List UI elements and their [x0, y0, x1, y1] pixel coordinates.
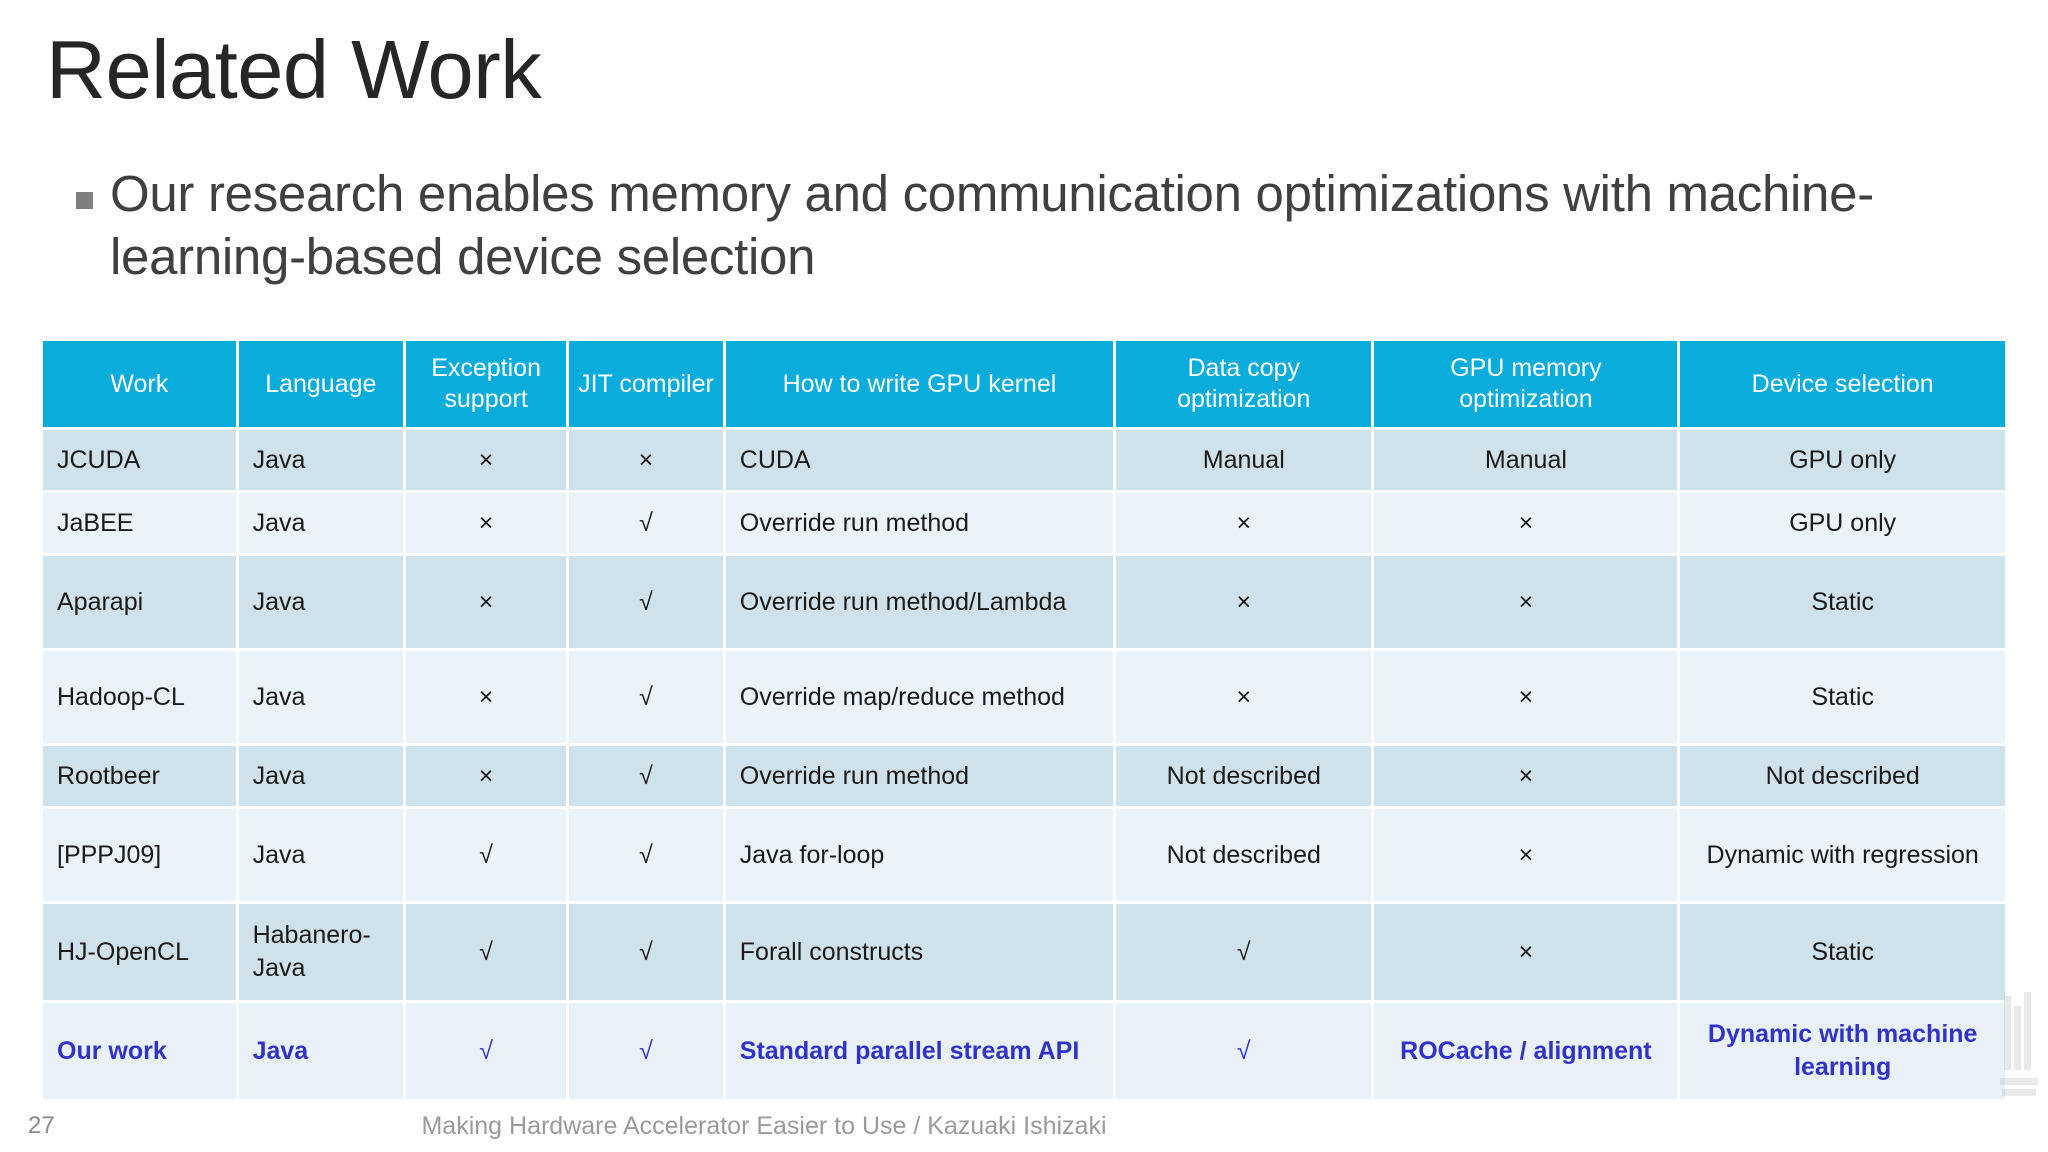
cell-gpu-memory-optimization: ×: [1374, 556, 1678, 648]
column-header-data-copy-optimization: Data copy optimization: [1116, 341, 1372, 427]
cell-gpu-kernel: Override run method: [725, 493, 1114, 553]
cell-jit-compiler: √: [569, 904, 723, 1000]
column-header-gpu-memory-optimization: GPU memory optimization: [1374, 341, 1678, 427]
cell-jit-compiler: ×: [569, 430, 723, 490]
column-header-language: Language: [238, 341, 404, 427]
cell-gpu-kernel: Java for-loop: [725, 809, 1114, 901]
cell-gpu-kernel: Override run method: [725, 746, 1114, 806]
cell-device-selection: Dynamic with machine learning: [1680, 1003, 2005, 1099]
cell-gpu-memory-optimization: ×: [1374, 904, 1678, 1000]
cell-device-selection: Static: [1680, 904, 2005, 1000]
table-header-row: Work Language Exception support JIT comp…: [43, 341, 2005, 427]
cell-language: Java: [238, 1003, 404, 1099]
cell-exception-support: √: [406, 904, 567, 1000]
table-row: HJ-OpenCL Habanero-Java √ √ Forall const…: [43, 904, 2005, 1000]
footer-title: Making Hardware Accelerator Easier to Us…: [421, 1112, 1107, 1140]
table-row-our-work: Our work Java √ √ Standard parallel stre…: [43, 1003, 2005, 1099]
cell-gpu-memory-optimization: ×: [1374, 493, 1678, 553]
cell-data-copy-optimization: ×: [1116, 556, 1372, 648]
cell-jit-compiler: √: [569, 493, 723, 553]
cell-gpu-kernel: Override run method/Lambda: [725, 556, 1114, 648]
cell-jit-compiler: √: [569, 651, 723, 743]
cell-device-selection: GPU only: [1680, 430, 2005, 490]
cell-work: [PPPJ09]: [43, 809, 236, 901]
cell-language: Java: [238, 430, 404, 490]
cell-gpu-memory-optimization: ×: [1374, 746, 1678, 806]
cell-work: Hadoop-CL: [43, 651, 236, 743]
cell-device-selection: Not described: [1680, 746, 2005, 806]
table-row: Aparapi Java × √ Override run method/Lam…: [43, 556, 2005, 648]
cell-gpu-memory-optimization: ×: [1374, 809, 1678, 901]
cell-device-selection: Static: [1680, 651, 2005, 743]
cell-language: Java: [238, 746, 404, 806]
cell-data-copy-optimization: ×: [1116, 651, 1372, 743]
cell-work: HJ-OpenCL: [43, 904, 236, 1000]
square-bullet-icon: [76, 192, 93, 209]
cell-language: Java: [238, 493, 404, 553]
cell-work: Rootbeer: [43, 746, 236, 806]
table-row: [PPPJ09] Java √ √ Java for-loop Not desc…: [43, 809, 2005, 901]
cell-language: Habanero-Java: [238, 904, 404, 1000]
cell-exception-support: ×: [406, 430, 567, 490]
cell-gpu-kernel: Override map/reduce method: [725, 651, 1114, 743]
cell-exception-support: √: [406, 1003, 567, 1099]
bullet-item: Our research enables memory and communic…: [76, 162, 2016, 288]
related-work-comparison-table: Work Language Exception support JIT comp…: [40, 338, 2008, 1102]
cell-device-selection: Dynamic with regression: [1680, 809, 2005, 901]
table-row: JCUDA Java × × CUDA Manual Manual GPU on…: [43, 430, 2005, 490]
column-header-exception-support: Exception support: [406, 341, 567, 427]
table-row: Rootbeer Java × √ Override run method No…: [43, 746, 2005, 806]
cell-data-copy-optimization: Manual: [1116, 430, 1372, 490]
cell-exception-support: ×: [406, 556, 567, 648]
table-row: Hadoop-CL Java × √ Override map/reduce m…: [43, 651, 2005, 743]
cell-jit-compiler: √: [569, 746, 723, 806]
bullet-item-text: Our research enables memory and communic…: [110, 165, 1874, 285]
cell-language: Java: [238, 556, 404, 648]
cell-work: Our work: [43, 1003, 236, 1099]
cell-data-copy-optimization: Not described: [1116, 746, 1372, 806]
cell-gpu-kernel: Forall constructs: [725, 904, 1114, 1000]
cell-gpu-kernel: CUDA: [725, 430, 1114, 490]
table-row: JaBEE Java × √ Override run method × × G…: [43, 493, 2005, 553]
cell-work: JaBEE: [43, 493, 236, 553]
cell-work: JCUDA: [43, 430, 236, 490]
column-header-jit-compiler: JIT compiler: [569, 341, 723, 427]
cell-data-copy-optimization: ×: [1116, 493, 1372, 553]
cell-gpu-memory-optimization: ROCache / alignment: [1374, 1003, 1678, 1099]
column-header-device-selection: Device selection: [1680, 341, 2005, 427]
page-title: Related Work: [46, 23, 542, 116]
column-header-gpu-kernel: How to write GPU kernel: [725, 341, 1114, 427]
cell-exception-support: √: [406, 809, 567, 901]
cell-data-copy-optimization: Not described: [1116, 809, 1372, 901]
slide-page-number: 27: [28, 1112, 55, 1139]
cell-jit-compiler: √: [569, 556, 723, 648]
cell-jit-compiler: √: [569, 809, 723, 901]
cell-gpu-kernel: Standard parallel stream API: [725, 1003, 1114, 1099]
cell-data-copy-optimization: √: [1116, 1003, 1372, 1099]
cell-gpu-memory-optimization: ×: [1374, 651, 1678, 743]
cell-exception-support: ×: [406, 746, 567, 806]
column-header-work: Work: [43, 341, 236, 427]
cell-device-selection: GPU only: [1680, 493, 2005, 553]
cell-language: Java: [238, 809, 404, 901]
cell-exception-support: ×: [406, 493, 567, 553]
cell-jit-compiler: √: [569, 1003, 723, 1099]
cell-language: Java: [238, 651, 404, 743]
cell-gpu-memory-optimization: Manual: [1374, 430, 1678, 490]
cell-device-selection: Static: [1680, 556, 2005, 648]
cell-data-copy-optimization: √: [1116, 904, 1372, 1000]
cell-exception-support: ×: [406, 651, 567, 743]
cell-work: Aparapi: [43, 556, 236, 648]
corner-watermark-icon: [2000, 990, 2042, 1108]
